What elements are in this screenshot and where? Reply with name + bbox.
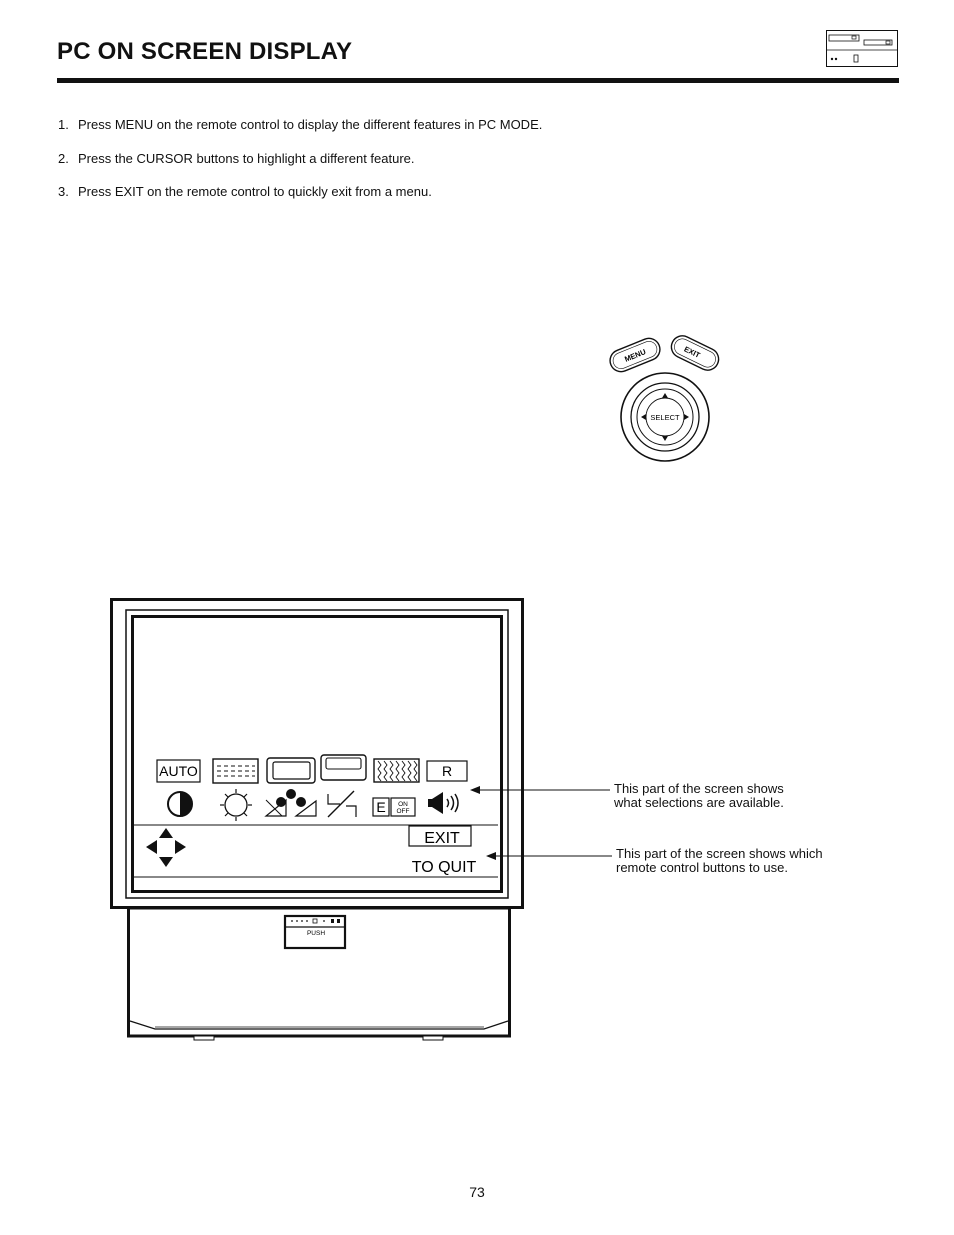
sharpness-icon: [327, 790, 357, 818]
step-number: 3.: [58, 184, 69, 199]
annotation-line: what selections are available.: [614, 795, 784, 810]
remote-control-diagram: MENU EXIT SELECT: [609, 335, 720, 462]
on-label: ON: [398, 801, 408, 808]
vertical-position-icon: [320, 754, 367, 781]
select-button-label: SELECT: [650, 413, 680, 422]
exit-label: EXIT: [424, 830, 460, 847]
step-number: 2.: [58, 150, 69, 166]
auto-adjust-box: [156, 759, 201, 783]
volume-icon: [428, 792, 459, 814]
page-title: PC ON SCREEN DISPLAY: [57, 38, 353, 65]
cursor-right-icon: [684, 414, 689, 420]
selections-arrow-head: [470, 786, 480, 794]
step-text: Press MENU on the remote control to disp…: [78, 117, 543, 132]
on-off-box: [390, 797, 416, 817]
cursor-up-icon: [662, 393, 668, 398]
tv-chassis-icon: [826, 30, 898, 67]
push-label: PUSH: [307, 930, 325, 937]
step-text: Press EXIT on the remote control to quic…: [78, 184, 432, 199]
osd-menu: AUTO R: [156, 754, 468, 821]
instruction-step: 2. Press the CURSOR buttons to highlight …: [58, 151, 542, 185]
color-icon: [264, 789, 317, 817]
menu-button: MENU: [609, 337, 661, 373]
to-quit-label: TO QUIT: [412, 859, 477, 876]
cursor-down-icon: [662, 436, 668, 441]
page-number: 73: [469, 1184, 485, 1200]
title-rule: [57, 78, 899, 83]
contrast-icon: [167, 791, 193, 817]
screen-size-icon: [266, 757, 316, 784]
annotation-line: remote control buttons to use.: [616, 860, 788, 875]
r-label: R: [442, 763, 452, 779]
reset-box: [426, 760, 468, 782]
instruction-step: 1. Press MENU on the remote control to di…: [58, 117, 542, 151]
annotation-line: This part of the screen shows: [614, 781, 784, 796]
off-label: OFF: [397, 808, 410, 815]
instruction-steps: 1. Press MENU on the remote control to di…: [58, 117, 542, 218]
brightness-icon: [220, 789, 252, 821]
energy-box: [372, 797, 390, 817]
step-text: Press the CURSOR buttons to highlight a …: [78, 150, 415, 166]
phase-icon: [373, 758, 420, 783]
buttons-arrow-head: [486, 852, 496, 860]
annotation-line: This part of the screen shows which: [616, 846, 823, 861]
cursor-left-icon: [641, 414, 646, 420]
horizontal-position-icon: [212, 758, 259, 784]
e-label: E: [376, 799, 385, 815]
exit-button: EXIT: [670, 335, 720, 371]
buttons-annotation: This part of the screen shows which remo…: [616, 847, 823, 875]
front-panel-door: PUSH: [283, 914, 347, 950]
step-number: 1.: [58, 117, 69, 132]
auto-label: AUTO: [159, 763, 198, 779]
instruction-step: 3. Press EXIT on the remote control to qu…: [58, 184, 542, 218]
exit-box: [408, 825, 472, 847]
cursor-pad: SELECT: [620, 372, 710, 462]
selections-annotation: This part of the screen shows what selec…: [614, 782, 784, 810]
tv-diagram: AUTO R: [110, 598, 524, 1041]
annotation-arrows: [470, 786, 612, 860]
cursor-arrows-icon: [146, 828, 186, 867]
